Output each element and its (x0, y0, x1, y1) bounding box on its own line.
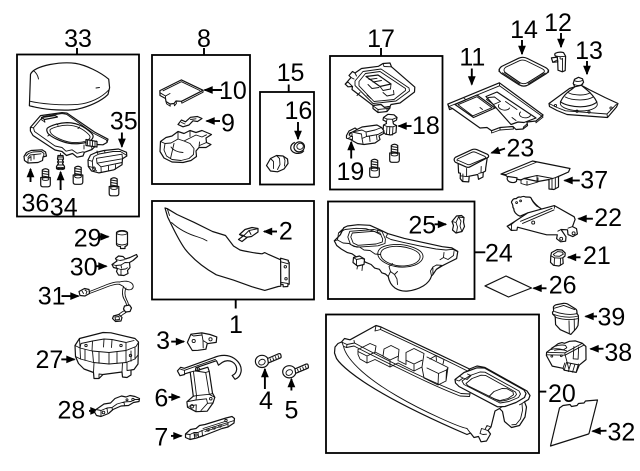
svg-text:27: 27 (36, 346, 64, 374)
svg-text:16: 16 (284, 97, 312, 125)
svg-text:10: 10 (219, 77, 247, 105)
svg-text:9: 9 (221, 109, 235, 137)
svg-text:8: 8 (197, 25, 211, 53)
svg-text:23: 23 (507, 135, 535, 163)
svg-text:36: 36 (22, 189, 50, 217)
svg-text:6: 6 (154, 385, 168, 413)
svg-text:39: 39 (598, 304, 626, 332)
svg-text:37: 37 (580, 167, 608, 195)
svg-text:12: 12 (544, 9, 572, 37)
svg-text:26: 26 (549, 271, 577, 299)
svg-text:15: 15 (277, 59, 305, 87)
svg-text:7: 7 (154, 423, 168, 451)
svg-text:21: 21 (583, 242, 611, 270)
svg-text:34: 34 (50, 194, 78, 222)
svg-text:20: 20 (548, 380, 576, 408)
svg-text:3: 3 (156, 327, 170, 355)
svg-text:5: 5 (285, 397, 299, 425)
svg-text:31: 31 (38, 282, 66, 310)
svg-text:14: 14 (510, 16, 538, 44)
svg-text:1: 1 (229, 311, 243, 339)
svg-text:11: 11 (459, 44, 485, 72)
svg-text:18: 18 (412, 112, 440, 140)
svg-text:19: 19 (337, 158, 365, 186)
svg-text:22: 22 (594, 204, 622, 232)
svg-text:13: 13 (575, 37, 603, 65)
svg-text:29: 29 (74, 225, 102, 253)
svg-text:28: 28 (58, 396, 86, 424)
svg-text:25: 25 (408, 212, 436, 240)
svg-text:2: 2 (279, 217, 293, 245)
svg-text:32: 32 (608, 418, 636, 446)
svg-text:33: 33 (64, 25, 92, 53)
svg-text:35: 35 (110, 107, 138, 135)
svg-text:30: 30 (70, 254, 98, 282)
svg-text:38: 38 (604, 339, 632, 367)
svg-text:24: 24 (485, 240, 513, 268)
svg-text:4: 4 (259, 387, 273, 415)
